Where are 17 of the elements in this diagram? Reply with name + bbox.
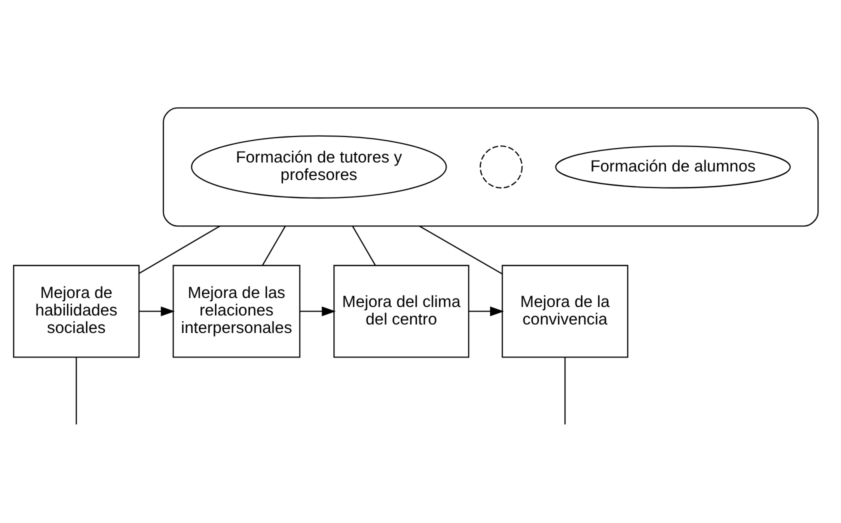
- arrow: [139, 306, 175, 316]
- connector: [139, 225, 220, 274]
- node-circle: [480, 145, 523, 188]
- node-box: Mejora de la convivencia: [502, 264, 628, 358]
- connector: [564, 356, 566, 424]
- node-box: Mejora del clima del centro: [333, 264, 470, 358]
- connector: [352, 225, 376, 266]
- node-ellipse: Formación de alumnos: [555, 145, 791, 188]
- connector: [262, 225, 286, 266]
- arrow: [300, 306, 336, 316]
- connector: [418, 225, 502, 274]
- node-box: Mejora de las relaciones interpersonales: [172, 264, 300, 358]
- node-box: Mejora de habilidades sociales: [13, 264, 140, 358]
- arrow: [468, 306, 504, 316]
- connector: [76, 356, 77, 424]
- node-ellipse: Formación de tutores y profesores: [191, 134, 447, 198]
- cluster: [162, 106, 819, 226]
